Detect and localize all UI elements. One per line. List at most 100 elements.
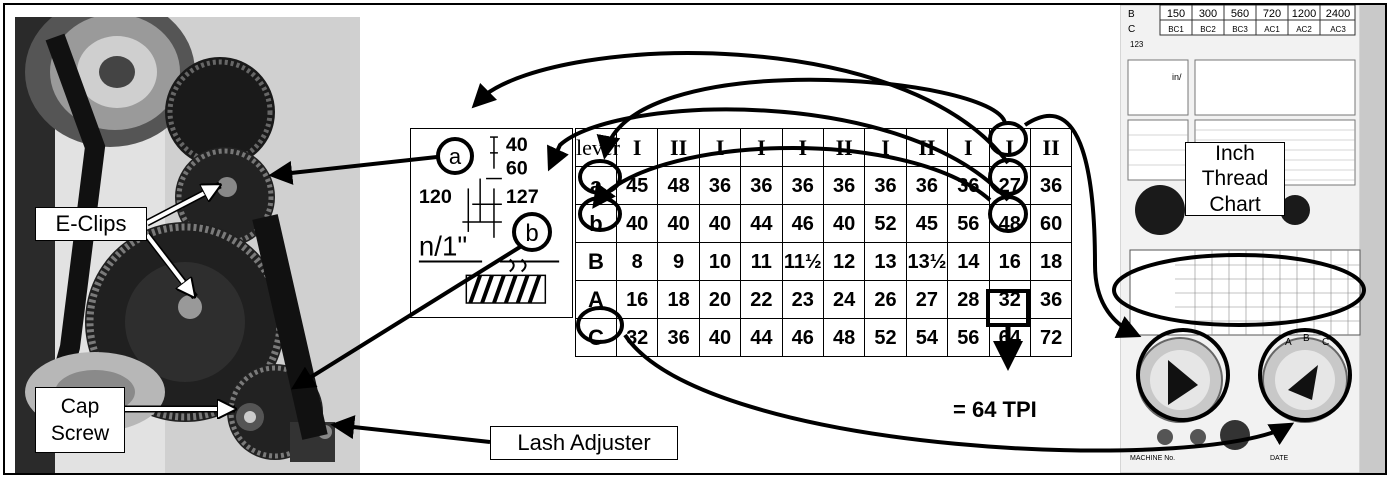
table-cell: 40 xyxy=(698,204,742,243)
arrow-48-to-b xyxy=(547,107,1010,202)
gear-60-label: 60 xyxy=(506,158,528,180)
gear-train-photo xyxy=(15,17,360,473)
table-cell: 11½ xyxy=(781,242,824,281)
gear-120-label: 120 xyxy=(419,186,452,208)
table-cell: 44 xyxy=(740,204,783,243)
n-per-inch-label: n/1" xyxy=(419,231,467,262)
eclip-arrow-1 xyxy=(146,186,218,225)
table-cell: 9 xyxy=(657,242,700,281)
feed-value: 1200 xyxy=(1292,8,1316,20)
val-48-highlight xyxy=(988,195,1028,233)
table-cell: 40 xyxy=(822,204,866,243)
table-cell: 72 xyxy=(1029,318,1073,357)
date-label: DATE xyxy=(1270,455,1288,462)
arrow-c-to-dial xyxy=(623,333,1295,453)
table-cell: 56 xyxy=(947,204,990,243)
table-cell: 60 xyxy=(1029,204,1073,243)
mini-chart-highlight xyxy=(1112,253,1366,327)
table-cell: 36 xyxy=(781,166,824,205)
cap-screw-label: Cap Screw xyxy=(35,387,125,453)
feed-value: 560 xyxy=(1231,8,1249,20)
arrow-a-to-gear xyxy=(268,155,438,185)
feed-value: 720 xyxy=(1263,8,1281,20)
arrow-lever-to-dial xyxy=(1023,114,1142,338)
table-cell: 48 xyxy=(657,166,700,205)
table-cell: 24 xyxy=(822,280,866,319)
table-cell: 36 xyxy=(905,166,949,205)
table-cell: 18 xyxy=(1029,242,1073,281)
table-cell: 44 xyxy=(740,318,783,357)
in-mm-label: in/ xyxy=(1172,72,1182,82)
arrow-27-to-a xyxy=(471,51,1010,165)
dial-label: B xyxy=(1303,333,1310,344)
row-label-b: B xyxy=(1128,9,1135,20)
lathe-panel-photo: 150 300 560 720 1200 2400 BC1 BC2 BC3 AC… xyxy=(1120,5,1385,473)
gear-b-label: b xyxy=(525,220,538,247)
arrow-b-to-gear xyxy=(290,245,522,390)
table-cell: 27 xyxy=(905,280,949,319)
table-cell: 40 xyxy=(615,204,659,243)
gear-127-label: 127 xyxy=(506,186,539,208)
feed-code: AC1 xyxy=(1264,25,1280,34)
lever-highlight xyxy=(988,121,1028,157)
e-clips-text: E-Clips xyxy=(55,211,127,236)
gear-a-label: a xyxy=(449,144,462,169)
table-cell: 23 xyxy=(781,280,824,319)
table-cell: 40 xyxy=(698,318,742,357)
table-cell: 22 xyxy=(740,280,783,319)
lash-adjuster-text: Lash Adjuster xyxy=(517,430,651,455)
table-cell: 40 xyxy=(657,204,700,243)
cap-screw-text: Cap Screw xyxy=(50,394,110,445)
table-cell: 12 xyxy=(822,242,866,281)
lash-adjuster-label: Lash Adjuster xyxy=(490,426,678,460)
val-64-highlight xyxy=(986,289,1030,327)
table-cell: 46 xyxy=(781,318,824,357)
eclip-arrow-2 xyxy=(145,233,193,295)
feed-code: BC2 xyxy=(1200,25,1216,34)
table-cell: 13½ xyxy=(905,242,949,281)
feed-code: BC1 xyxy=(1168,25,1184,34)
diagram-frame: 150 300 560 720 1200 2400 BC1 BC2 BC3 AC… xyxy=(3,3,1387,475)
table-cell: 13 xyxy=(864,242,907,281)
lever-dial-highlight xyxy=(1136,328,1230,422)
arrow-lever-to-a xyxy=(596,77,1007,160)
table-cell: 20 xyxy=(698,280,742,319)
abc-dial-highlight xyxy=(1258,328,1352,422)
table-cell: 26 xyxy=(864,280,907,319)
table-cell: 11 xyxy=(740,242,783,281)
table-cell: 14 xyxy=(947,242,990,281)
table-cell: 36 xyxy=(740,166,783,205)
row-c-highlight xyxy=(576,306,624,344)
lever-position-cell: II xyxy=(1029,128,1073,167)
result-tpi: = 64 TPI xyxy=(953,397,1037,422)
inch-thread-chart-label: Inch Thread Chart xyxy=(1185,142,1285,216)
code-123: 123 xyxy=(1130,40,1144,49)
row-label-cell: B xyxy=(575,242,617,281)
feed-code: AC3 xyxy=(1330,25,1346,34)
feed-value: 300 xyxy=(1199,8,1217,20)
table-cell: 36 xyxy=(1029,166,1073,205)
row-b-highlight xyxy=(578,196,622,232)
dial-label: A xyxy=(1285,337,1292,348)
inch-thread-chart-text: Inch Thread Chart xyxy=(1201,142,1269,216)
table-cell: 32 xyxy=(988,280,1031,319)
arrow-b-row xyxy=(592,146,992,209)
feed-value: 2400 xyxy=(1326,8,1350,20)
e-clips-label: E-Clips xyxy=(35,207,147,241)
table-cell: 36 xyxy=(822,166,866,205)
gear-b-circle xyxy=(512,212,552,252)
lever-position-cell: II xyxy=(905,128,949,167)
annotation-overlay: a b xyxy=(125,51,1366,453)
lash-adjuster-arrow xyxy=(330,415,491,444)
feed-code: AC2 xyxy=(1296,25,1312,34)
row-label-c: C xyxy=(1128,24,1135,35)
table-cell: 52 xyxy=(864,318,907,357)
dial-label: C xyxy=(1322,337,1329,348)
table-cell: 45 xyxy=(905,204,949,243)
gear-40-label: 40 xyxy=(506,134,528,156)
machine-no-label: MACHINE No. xyxy=(1130,455,1175,462)
gear-a-circle xyxy=(436,137,474,175)
feed-value: 150 xyxy=(1167,8,1185,20)
